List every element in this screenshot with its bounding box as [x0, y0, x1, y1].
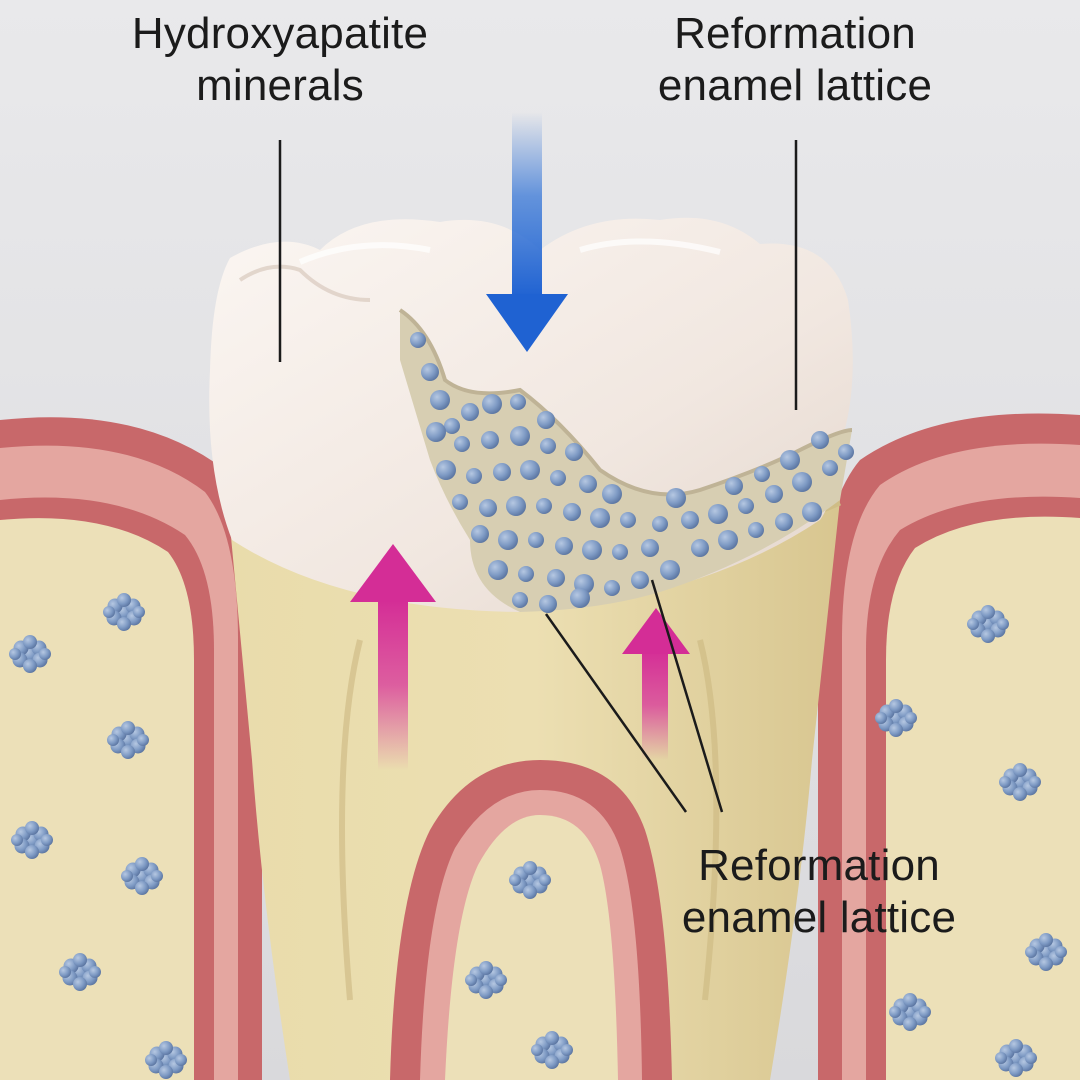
mineral-granule	[488, 560, 508, 580]
mineral-uptake-arrow-left	[350, 544, 436, 770]
mineral-granule	[512, 592, 528, 608]
mineral-granule	[528, 532, 544, 548]
label-hydroxyapatite-minerals: Hydroxyapatite minerals	[70, 8, 490, 112]
mineral-granule	[421, 363, 439, 381]
label-line: enamel lattice	[657, 61, 933, 110]
mineral-granule	[547, 569, 565, 587]
mineral-granule	[822, 460, 838, 476]
mineral-granule	[426, 422, 446, 442]
mineral-granule	[748, 522, 764, 538]
label-reformation-enamel-lattice-bottom: Reformation enamel lattice	[624, 840, 1014, 944]
mineral-granule	[410, 332, 426, 348]
mineral-granule	[565, 443, 583, 461]
mineral-granule	[466, 468, 482, 484]
leader-line-bottom-a	[544, 613, 688, 813]
mineral-granule	[838, 444, 854, 460]
mineral-granule	[430, 390, 450, 410]
mineral-granule	[479, 499, 497, 517]
label-line: minerals	[196, 61, 364, 110]
mineral-granule	[641, 539, 659, 557]
mineral-granule	[802, 502, 822, 522]
mineral-granule	[792, 472, 812, 492]
label-line: Reformation	[698, 841, 940, 890]
right-gum-bone	[818, 413, 1080, 1080]
mineral-granule	[811, 431, 829, 449]
mineral-granule	[604, 580, 620, 596]
mineral-granule	[725, 477, 743, 495]
leader-line-bottom-b	[650, 579, 724, 813]
mineral-granule	[775, 513, 793, 531]
mineral-granule	[582, 540, 602, 560]
mineral-granule	[620, 512, 636, 528]
label-reformation-enamel-lattice-top: Reformation enamel lattice	[600, 8, 990, 112]
mineral-granule	[498, 530, 518, 550]
mineral-granule	[681, 511, 699, 529]
mineral-granule	[506, 496, 526, 516]
mineral-granule	[660, 560, 680, 580]
mineral-granule	[555, 537, 573, 555]
mineral-granule	[563, 503, 581, 521]
mineral-granule	[471, 525, 489, 543]
label-line: enamel lattice	[681, 893, 957, 942]
mineral-granule	[631, 571, 649, 589]
mineral-granule	[493, 463, 511, 481]
mineral-granule	[536, 498, 552, 514]
mineral-granule	[691, 539, 709, 557]
mineral-granule	[765, 485, 783, 503]
label-line: Reformation	[674, 9, 916, 58]
mineral-granule	[754, 466, 770, 482]
mineral-granule	[570, 588, 590, 608]
mineral-granule	[738, 498, 754, 514]
mineral-granule	[666, 488, 686, 508]
mineral-granule	[436, 460, 456, 480]
mineral-granule	[590, 508, 610, 528]
mineral-granule	[510, 394, 526, 410]
mineral-granule	[537, 411, 555, 429]
mineral-granule	[539, 595, 557, 613]
mineral-granule	[652, 516, 668, 532]
mineral-granule	[454, 436, 470, 452]
mineral-granule	[520, 460, 540, 480]
mineral-granule	[482, 394, 502, 414]
mineral-granule	[444, 418, 460, 434]
mineral-granule	[602, 484, 622, 504]
mineral-granule	[612, 544, 628, 560]
mineral-granule	[718, 530, 738, 550]
mineral-granule	[481, 431, 499, 449]
mineral-granule	[510, 426, 530, 446]
remineralization-arrow	[486, 112, 568, 352]
mineral-granule	[780, 450, 800, 470]
mineral-granules	[410, 332, 854, 613]
mineral-granule	[708, 504, 728, 524]
mineral-granule	[452, 494, 468, 510]
mineral-granule	[550, 470, 566, 486]
mineral-uptake-arrow-right	[622, 608, 690, 760]
mineral-granule	[579, 475, 597, 493]
mineral-granule	[540, 438, 556, 454]
enamel-lesion	[398, 308, 854, 613]
label-line: Hydroxyapatite	[131, 9, 429, 58]
mineral-granule	[461, 403, 479, 421]
mineral-granule	[518, 566, 534, 582]
